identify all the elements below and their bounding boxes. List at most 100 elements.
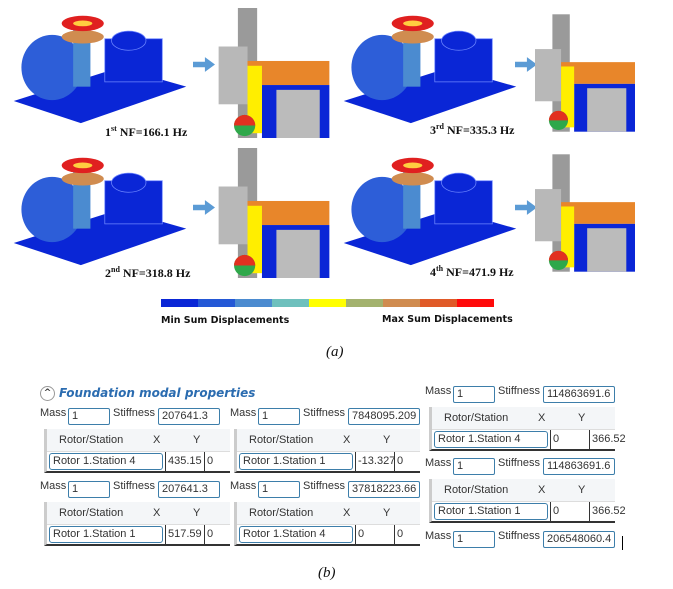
stiffness-label: Stiffness xyxy=(303,480,345,492)
y-value[interactable]: 366.52 xyxy=(592,433,626,445)
section-title: Foundation modal properties xyxy=(59,386,256,400)
mass-input[interactable]: 1 xyxy=(68,481,110,498)
column-header-x[interactable]: X xyxy=(538,484,546,496)
mass-label: Mass xyxy=(425,530,452,542)
y-value[interactable]: 366.52 xyxy=(592,505,626,517)
section-fea-mode-4 xyxy=(535,148,635,278)
column-header-rotor-station[interactable]: Rotor/Station xyxy=(444,484,509,496)
x-value[interactable]: -13.327 xyxy=(358,455,396,467)
colorbar-segment xyxy=(235,299,272,307)
column-divider xyxy=(394,525,395,544)
mass-label: Mass xyxy=(230,407,257,419)
mass-input[interactable]: 1 xyxy=(453,386,495,403)
grid-header: Rotor/Station X Y xyxy=(432,407,615,430)
column-header-y[interactable]: Y xyxy=(383,434,391,446)
x-value[interactable]: 435.15 xyxy=(168,455,202,467)
station-select[interactable]: Rotor 1.Station 1 xyxy=(239,453,353,470)
column-header-y[interactable]: Y xyxy=(578,484,586,496)
column-header-rotor-station[interactable]: Rotor/Station xyxy=(444,412,509,424)
mass-label: Mass xyxy=(230,480,257,492)
colorbar-segment xyxy=(346,299,383,307)
column-header-y[interactable]: Y xyxy=(383,507,391,519)
grid-header: Rotor/Station X Y xyxy=(432,479,615,502)
column-header-x[interactable]: X xyxy=(343,507,351,519)
mode-label-4: 4th NF=471.9 Hz xyxy=(430,264,514,279)
mass-input[interactable]: 1 xyxy=(258,481,300,498)
y-value[interactable]: 0 xyxy=(397,528,404,540)
foundation-section-header[interactable]: ^ Foundation modal properties xyxy=(40,386,255,401)
table-row[interactable]: Rotor 1.Station 4 435.15 0 xyxy=(47,452,230,471)
column-header-x[interactable]: X xyxy=(538,412,546,424)
station-grid: Rotor/Station X Y Rotor 1.Station 1 517.59 0 xyxy=(44,502,230,546)
text-cursor xyxy=(622,536,623,550)
stiffness-label: Stiffness xyxy=(113,407,155,419)
station-select[interactable]: Rotor 1.Station 4 xyxy=(239,526,353,543)
stiffness-label: Stiffness xyxy=(498,385,540,397)
stiffness-input[interactable]: 207641.3 xyxy=(158,408,220,425)
station-select[interactable]: Rotor 1.Station 4 xyxy=(434,431,548,448)
stiffness-label: Stiffness xyxy=(498,530,540,542)
stiffness-input[interactable]: 7848095.209 xyxy=(348,408,420,425)
column-header-rotor-station[interactable]: Rotor/Station xyxy=(59,507,124,519)
column-divider xyxy=(165,452,166,471)
x-value[interactable]: 0 xyxy=(553,505,560,517)
mass-input[interactable]: 1 xyxy=(453,531,495,548)
table-row[interactable]: Rotor 1.Station 4 0 366.52 xyxy=(432,430,626,449)
section-fea-mode-2 xyxy=(218,148,330,278)
column-header-rotor-station[interactable]: Rotor/Station xyxy=(249,434,314,446)
column-header-x[interactable]: X xyxy=(343,434,351,446)
mass-input[interactable]: 1 xyxy=(453,458,495,475)
column-header-y[interactable]: Y xyxy=(193,434,201,446)
x-value[interactable]: 0 xyxy=(553,433,560,445)
stiffness-input[interactable]: 206548060.4 xyxy=(543,531,615,548)
stiffness-input[interactable]: 114863691.6 xyxy=(543,458,615,475)
column-header-x[interactable]: X xyxy=(153,434,161,446)
mode-label-3: 3rd NF=335.3 Hz xyxy=(430,122,515,137)
station-grid: Rotor/Station X Y Rotor 1.Station 4 435.15 0 xyxy=(44,429,230,473)
column-divider xyxy=(204,452,205,471)
mass-input[interactable]: 1 xyxy=(258,408,300,425)
grid-header: Rotor/Station X Y xyxy=(237,502,420,525)
column-divider xyxy=(165,525,166,544)
x-value[interactable]: 517.59 xyxy=(168,528,202,540)
y-value[interactable]: 0 xyxy=(207,455,214,467)
mass-input[interactable]: 1 xyxy=(68,408,110,425)
station-grid: Rotor/Station X Y Rotor 1.Station 1 0 366.52 xyxy=(429,479,626,523)
column-header-y[interactable]: Y xyxy=(193,507,201,519)
table-row[interactable]: Rotor 1.Station 1 0 366.52 xyxy=(432,502,626,521)
stiffness-input[interactable]: 207641.3 xyxy=(158,481,220,498)
grid-header: Rotor/Station X Y xyxy=(237,429,420,452)
arrow-right-icon xyxy=(515,57,537,72)
table-row[interactable]: Rotor 1.Station 1 517.59 0 xyxy=(47,525,230,544)
colorbar-segment xyxy=(198,299,235,307)
pump-fea-mode-3 xyxy=(340,10,520,125)
collapse-icon[interactable]: ^ xyxy=(40,386,55,401)
column-divider xyxy=(589,502,590,521)
station-select[interactable]: Rotor 1.Station 1 xyxy=(49,526,163,543)
table-row[interactable]: Rotor 1.Station 4 0 0 xyxy=(237,525,420,544)
column-header-rotor-station[interactable]: Rotor/Station xyxy=(59,434,124,446)
x-value[interactable]: 0 xyxy=(358,528,365,540)
station-select[interactable]: Rotor 1.Station 1 xyxy=(434,503,548,520)
mode-label-1: 1st NF=166.1 Hz xyxy=(105,124,188,139)
stiffness-input[interactable]: 114863691.6 xyxy=(543,386,615,403)
stiffness-label: Stiffness xyxy=(113,480,155,492)
column-header-x[interactable]: X xyxy=(153,507,161,519)
station-grid: Rotor/Station X Y Rotor 1.Station 4 0 366.52 xyxy=(429,407,626,451)
caption-b: (b) xyxy=(318,565,336,581)
y-value[interactable]: 0 xyxy=(207,528,214,540)
mass-label: Mass xyxy=(425,385,452,397)
station-select[interactable]: Rotor 1.Station 4 xyxy=(49,453,163,470)
column-header-rotor-station[interactable]: Rotor/Station xyxy=(249,507,314,519)
y-value[interactable]: 0 xyxy=(397,455,404,467)
column-header-y[interactable]: Y xyxy=(578,412,586,424)
stiffness-input[interactable]: 37818223.66 xyxy=(348,481,420,498)
mode-label-2: 2nd NF=318.8 Hz xyxy=(105,265,191,280)
